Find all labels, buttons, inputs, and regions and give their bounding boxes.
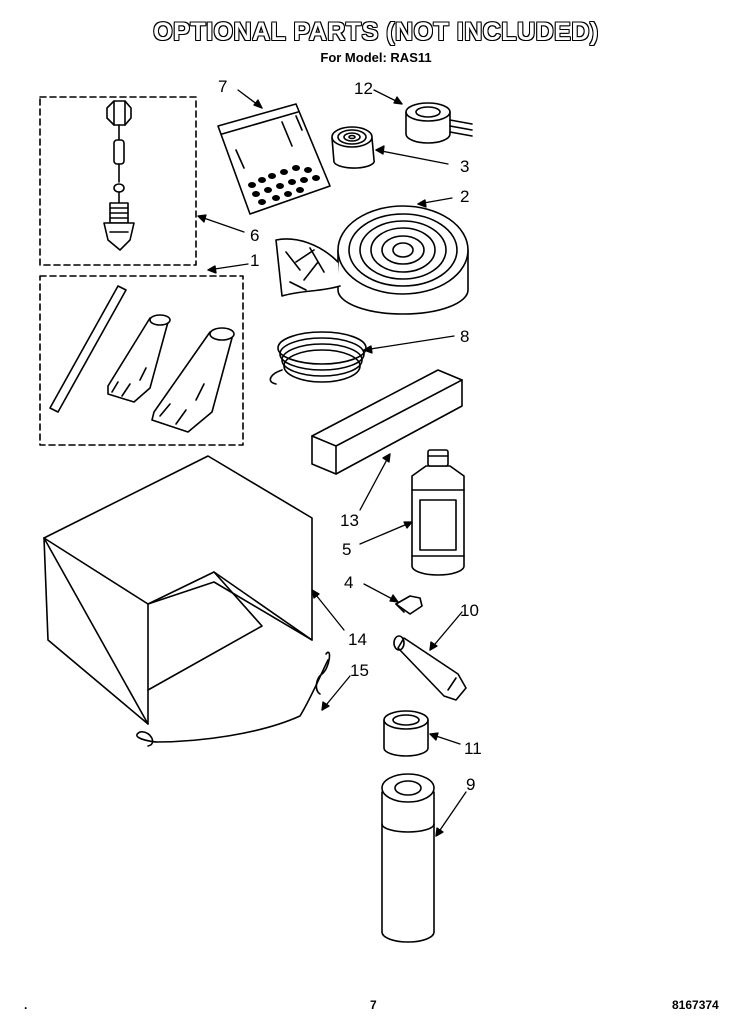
part-8-wire-coil [269,331,367,385]
callout-numbers: 7 12 3 2 6 1 8 13 5 4 10 14 15 11 9 [218,77,482,794]
callout-15: 15 [350,661,369,680]
leader-lines [197,89,467,837]
callout-9: 9 [466,775,475,794]
page-number: 7 [370,998,377,1012]
callout-12: 12 [354,79,373,98]
callout-6: 6 [250,226,259,245]
callout-14: 14 [348,630,367,649]
callout-7: 7 [218,77,227,96]
callout-1: 1 [250,251,259,270]
footer-dot: . [24,998,28,1012]
callout-3: 3 [460,157,469,176]
document-number: 8167374 [672,998,719,1012]
part-4-small-fitting [395,595,423,615]
part-3-coiled-tape [331,126,375,169]
part-12-tape-roll [405,102,473,144]
part-14-unit-cover [43,455,313,725]
part-10-small-tube [393,635,467,701]
part-5-bottle [411,449,465,576]
part-13-foam-block [311,369,463,475]
part-2-insulation-roll [275,205,469,315]
part-15-strap [136,651,331,747]
callout-5: 5 [342,540,351,559]
part-6-fitting-kit [39,96,197,266]
callout-11: 11 [464,739,482,758]
part-7-screw-bag [217,103,331,215]
part-11-tape-roll [383,710,429,757]
part-1-sealant-kit [39,275,244,446]
callout-8: 8 [460,327,469,346]
part-9-spray-can [381,773,435,943]
callout-13: 13 [340,511,359,530]
callout-2: 2 [460,187,469,206]
page-title: OPTIONAL PARTS (NOT INCLUDED) [153,18,599,46]
callout-10: 10 [460,601,479,620]
model-subtitle: For Model: RAS11 [320,50,432,65]
callout-4: 4 [344,573,353,592]
